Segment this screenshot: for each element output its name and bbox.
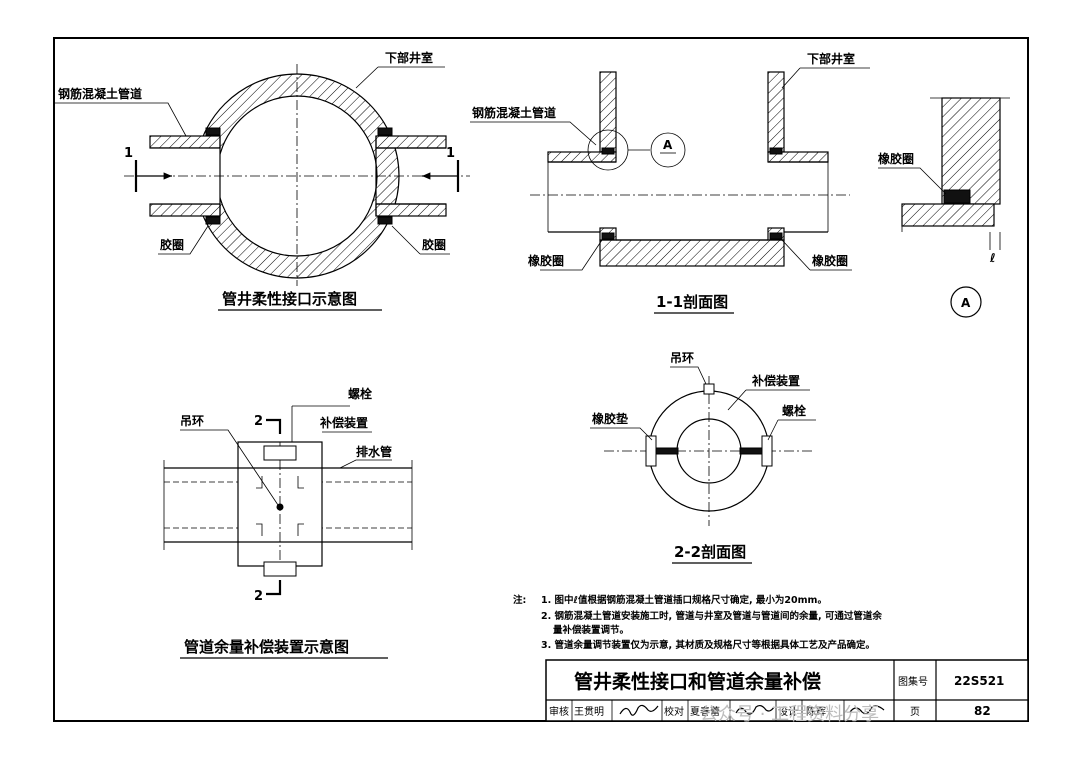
dim-l-symbol: ℓ: [989, 251, 996, 265]
label-rc-pipe: 钢筋混凝土管道: [58, 86, 142, 101]
flexible-joint-diagram: 1 1 钢筋混凝土管道 下部井室 胶圈 胶圈 管井柔性接口示意图: [55, 50, 470, 311]
label-ring-right: 胶圈: [422, 237, 446, 252]
section-mark-2-top: 2: [254, 414, 263, 429]
label-lifting-ring: 吊环: [180, 414, 204, 428]
compensator-diagram: 2 2 吊环 螺栓 补偿装置 排水管 管道余量补偿装置示意图: [163, 386, 413, 659]
design-label: 设计: [778, 705, 798, 718]
label-rubber-ring-left: 橡胶圈: [528, 253, 564, 268]
notes: 注: 1. 图中ℓ值根据钢筋混凝土管道插口规格尺寸确定, 最小为20mm。 2.…: [513, 594, 882, 651]
section-mark-1-left: 1: [124, 146, 133, 161]
title-section-1-1: 1-1剖面图: [656, 293, 728, 311]
label-lower-well: 下部井室: [385, 50, 433, 65]
label-bolt: 螺栓: [348, 386, 372, 401]
label-drain-pipe: 排水管: [356, 444, 392, 459]
label-gasket: 橡胶垫: [592, 411, 628, 426]
drawing-border: [53, 37, 1029, 722]
note-1: 1. 图中ℓ值根据钢筋混凝土管道插口规格尺寸确定, 最小为20mm。: [541, 594, 827, 606]
label-lower-well-2: 下部井室: [807, 51, 855, 66]
section-2-2: 吊环 补偿装置 橡胶垫 螺栓 2-2剖面图: [590, 351, 816, 564]
detail-a: 橡胶圈 ℓ A: [878, 97, 1010, 318]
designer-name: 陈辉: [806, 705, 826, 718]
note-2: 2. 钢筋混凝土管道安装施工时, 管道与井室及管道与管道间的余量, 可通过管道余: [541, 610, 882, 622]
atlas-no: 22S521: [954, 674, 1004, 688]
check-label: 校对: [664, 705, 684, 718]
review-label: 审核: [549, 705, 569, 718]
label-compensator: 补偿装置: [319, 415, 368, 430]
section-mark-2-bottom: 2: [254, 589, 263, 604]
label-ring-left: 胶圈: [160, 237, 184, 252]
checker-signature: [735, 704, 775, 715]
page-label: 页: [910, 706, 920, 718]
detail-mark-a-callout: A: [663, 138, 673, 152]
notes-prefix: 注:: [513, 594, 526, 606]
watermark: 公众号 · 工程资料分享: [700, 704, 879, 725]
note-3: 3. 管道余量调节装置仅为示意, 其材质及规格尺寸等根据具体工艺及产品确定。: [541, 639, 875, 651]
label-rubber-ring-detail: 橡胶圈: [878, 151, 914, 166]
title-compensator: 管道余量补偿装置示意图: [184, 638, 349, 656]
atlas-label: 图集号: [898, 675, 928, 688]
reviewer-signature: [619, 704, 659, 716]
label-rc-pipe-2: 钢筋混凝土管道: [472, 105, 556, 120]
title-block: 管井柔性接口和管道余量补偿 图集号 22S521 审核 王贯明 校对 夏春蕾 设…: [545, 659, 1029, 722]
label-compensator-2: 补偿装置: [751, 373, 800, 388]
section-mark-1-right: 1: [446, 146, 455, 161]
label-bolt-2: 螺栓: [782, 403, 806, 418]
title-block-title: 管井柔性接口和管道余量补偿: [574, 670, 821, 693]
title-flexible-joint: 管井柔性接口示意图: [222, 290, 357, 308]
label-rubber-ring-right: 橡胶圈: [812, 253, 848, 268]
section-1-1: A 钢筋混凝土管道 下部井室 橡胶圈 橡胶圈 1-1剖面图: [470, 51, 870, 314]
checker-name: 夏春蕾: [690, 705, 720, 718]
designer-signature: [849, 705, 885, 715]
detail-mark-a: A: [961, 296, 971, 310]
title-section-2-2: 2-2剖面图: [674, 543, 746, 561]
reviewer-name: 王贯明: [574, 706, 604, 718]
page-no: 82: [974, 704, 991, 718]
label-lifting-ring-2: 吊环: [670, 351, 694, 365]
note-2-cont: 量补偿装置调节。: [553, 624, 629, 636]
